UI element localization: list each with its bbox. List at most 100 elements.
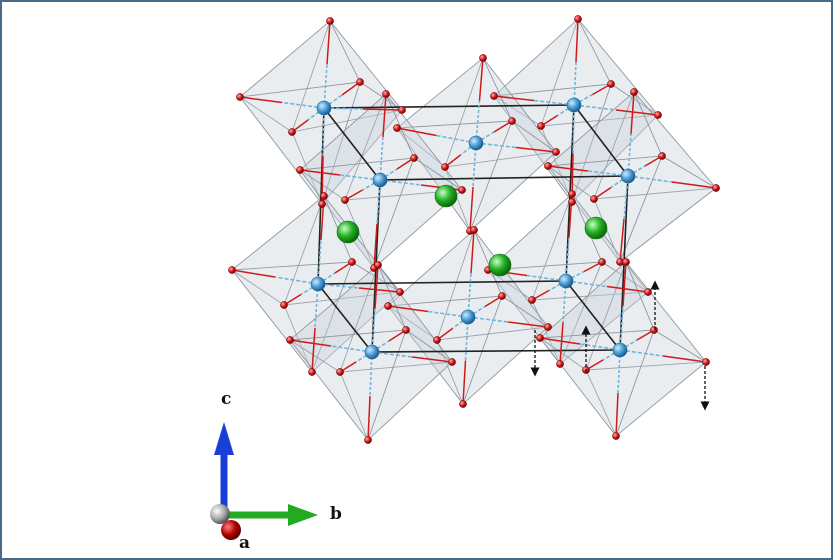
oxygen-atom	[448, 358, 456, 366]
b-site-cation	[310, 276, 326, 292]
bond-segment-cation	[317, 239, 322, 285]
bond-segment-cation	[572, 104, 575, 154]
oxygen-atom	[508, 117, 516, 125]
octahedron-face	[387, 295, 503, 405]
oxygen-atom	[236, 93, 244, 101]
b-site-atoms-layer	[310, 97, 636, 360]
oxygen-atom	[622, 258, 630, 266]
bond-segment-oxygen	[289, 339, 332, 347]
b-axis-arrow-head	[288, 504, 318, 526]
bond-segment-oxygen	[367, 395, 371, 441]
oxygen-atom	[544, 162, 552, 170]
oxygen-atom	[712, 184, 720, 192]
b-site-cation	[620, 168, 636, 184]
octahedra-layer	[230, 18, 718, 441]
oxygen-atom	[650, 326, 658, 334]
bond-segment-cation	[376, 179, 381, 225]
bond-segment-oxygen	[575, 18, 579, 63]
bond-segment-oxygen	[619, 218, 625, 263]
a-site-cation	[488, 253, 512, 277]
oxygen-atom	[630, 88, 638, 96]
oxygen-atom	[402, 326, 410, 334]
oxygen-atom	[384, 302, 392, 310]
axis-origin-sphere	[210, 504, 230, 524]
bond-segment-oxygen	[374, 264, 379, 309]
b-site-cation	[558, 273, 574, 289]
oxygen-atom	[568, 198, 576, 206]
octahedron-face	[487, 261, 603, 365]
oxygen-atom	[459, 400, 467, 408]
unit-cell-edge	[323, 107, 381, 181]
oxygen-atoms-layer	[228, 15, 720, 444]
axis-indicator	[210, 422, 318, 540]
displacement-arrows-layer	[530, 280, 710, 411]
oxygen-atom	[612, 432, 620, 440]
bond-segment-cation	[322, 107, 325, 157]
oxygen-atom	[348, 258, 356, 266]
bond-segment-cation	[314, 283, 319, 329]
oxygen-atom	[479, 54, 487, 62]
oxygen-atom	[286, 336, 294, 344]
oxygen-atom	[280, 301, 288, 309]
bond-segment-oxygen	[662, 355, 707, 363]
octahedron-face	[547, 155, 663, 263]
oxygen-atom	[536, 334, 544, 342]
b-site-cation	[364, 344, 380, 360]
bond-segment-oxygen	[311, 327, 316, 373]
bond-segment-oxygen	[382, 93, 387, 138]
oxygen-atom	[433, 336, 441, 344]
oxygen-atom	[382, 90, 390, 98]
b-site-cation	[612, 342, 628, 358]
oxygen-atom	[574, 15, 582, 23]
oxygen-atom	[607, 80, 615, 88]
bond-segment-oxygen	[559, 322, 564, 365]
oxygen-atom	[556, 360, 564, 368]
b-site-cation	[566, 97, 582, 113]
b-site-cation	[460, 309, 476, 325]
a-site-cation	[336, 220, 360, 244]
oxygen-atom	[326, 17, 334, 25]
b-site-cation	[372, 172, 388, 188]
unit-cell-edge	[317, 283, 373, 353]
bond-segment-oxygen	[493, 95, 535, 102]
octahedron	[486, 193, 650, 365]
bond-segment-oxygen	[615, 392, 619, 437]
oxygen-atom	[336, 368, 344, 376]
unit-cell-edge	[565, 280, 621, 351]
bond-segment-oxygen	[478, 57, 484, 101]
oxygen-atom	[590, 195, 598, 203]
bond-segment-oxygen	[547, 165, 589, 172]
oxygen-atom	[364, 436, 372, 444]
oxygen-atom	[702, 358, 710, 366]
oxygen-atom	[552, 148, 560, 156]
a-axis-arrow-head	[221, 520, 241, 540]
oxygen-atom	[441, 163, 449, 171]
oxygen-atom	[341, 196, 349, 204]
oxygen-atom	[470, 226, 478, 234]
oxygen-atom	[498, 292, 506, 300]
bond-segment-oxygen	[387, 305, 429, 313]
unit-cell-edge	[573, 104, 629, 177]
bond-segment-oxygen	[469, 186, 474, 232]
oxygen-atom	[410, 154, 418, 162]
unit-cell-edge	[317, 280, 567, 285]
a-site-atoms-layer	[336, 184, 608, 277]
bond-segment-oxygen	[239, 96, 283, 104]
octahedron-face	[539, 329, 655, 437]
octahedron-face	[492, 18, 612, 97]
a-site-cation	[434, 184, 458, 208]
oxygen-atom	[544, 323, 552, 331]
bond-segment-cation	[369, 351, 373, 397]
oxygen-atom	[398, 106, 406, 114]
bond-segment-cation	[619, 305, 624, 351]
octahedron-face	[289, 329, 407, 441]
oxygen-atom	[528, 296, 536, 304]
bond-segment-cation	[472, 142, 477, 188]
unit-cell-edge	[371, 349, 621, 353]
bond-segment-oxygen	[326, 20, 331, 65]
bond-segment-oxygen	[373, 223, 378, 269]
bond-segment-oxygen	[411, 356, 453, 363]
c-axis-arrow-head	[214, 422, 234, 455]
